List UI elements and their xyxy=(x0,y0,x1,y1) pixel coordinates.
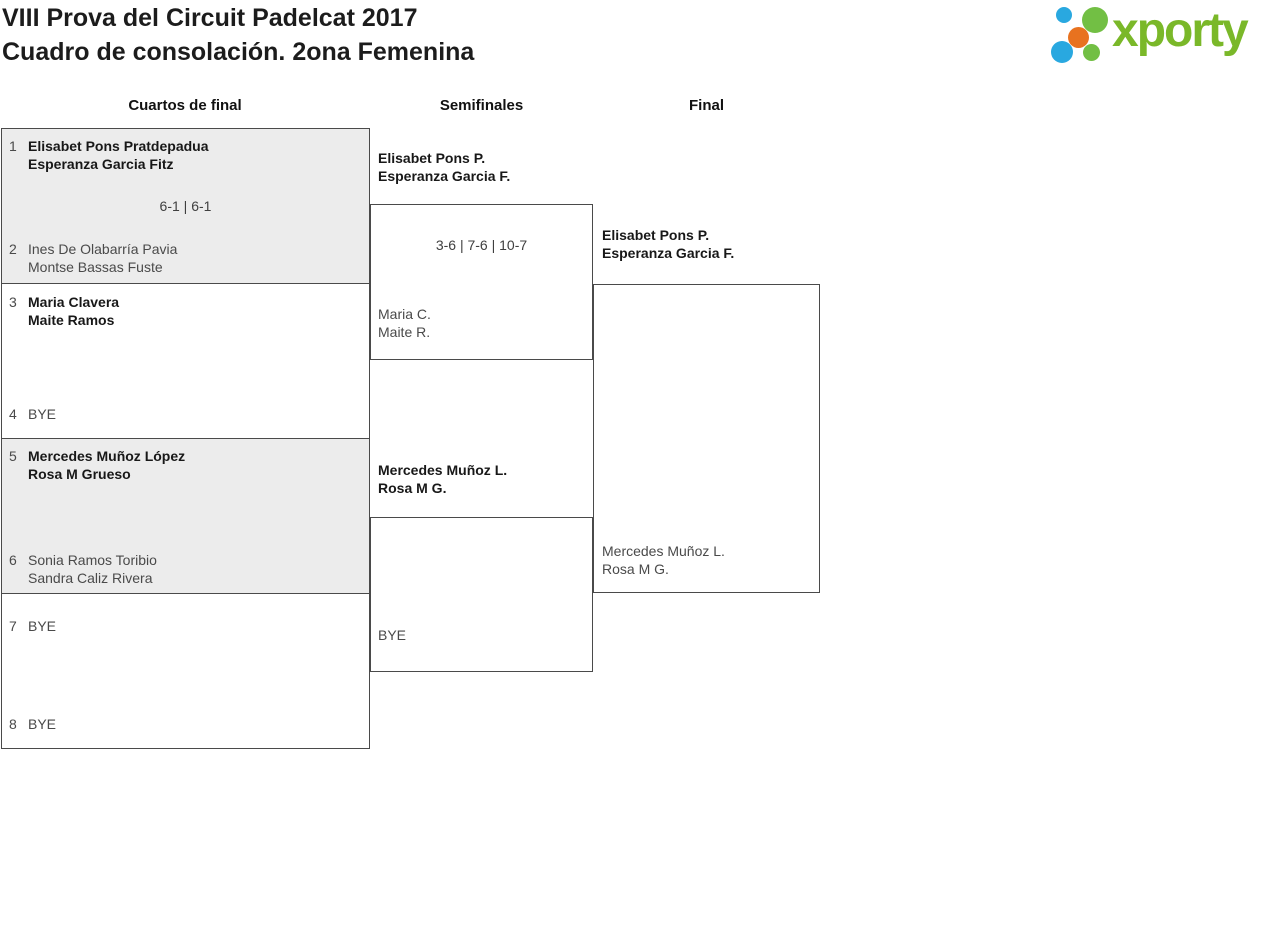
sf-match-1-box xyxy=(370,204,593,360)
sf1-team-top: Elisabet Pons P. Esperanza Garcia F. xyxy=(378,149,510,185)
qf2-team-top: 3 Maria Clavera Maite Ramos xyxy=(1,293,119,329)
sf-match-2-box xyxy=(370,517,593,672)
player-name: Esperanza Garcia Fitz xyxy=(28,156,174,172)
logo-dot-orange xyxy=(1068,27,1089,48)
tournament-name: VIII Prova del Circuit Padelcat 2017 xyxy=(2,4,418,32)
player-name: Sonia Ramos Toribio xyxy=(28,552,157,568)
sf1-score: 3-6 | 7-6 | 10-7 xyxy=(435,237,528,253)
player-name: Elisabet Pons P. xyxy=(602,227,710,243)
player-name: Rosa M Grueso xyxy=(28,466,131,482)
player-name: Maria C. xyxy=(378,306,431,322)
player-name: Elisabet Pons Pratdepadua xyxy=(28,138,209,154)
player-name: Mercedes Muñoz López xyxy=(28,448,186,464)
seed-number: 2 xyxy=(9,241,17,257)
player-name: Sandra Caliz Rivera xyxy=(28,570,153,586)
seed-number: 4 xyxy=(9,406,17,422)
logo-dot-green-large xyxy=(1082,7,1108,33)
player-name: Montse Bassas Fuste xyxy=(28,259,163,275)
bye-label: BYE xyxy=(378,627,407,643)
player-name: Maria Clavera xyxy=(28,294,120,310)
seed-number: 7 xyxy=(9,618,17,634)
qf2-team-bottom: 4 BYE xyxy=(1,405,56,423)
player-name: Esperanza Garcia F. xyxy=(602,245,735,261)
seed-number: 1 xyxy=(9,138,17,154)
seed-number: 6 xyxy=(9,552,17,568)
round-header-final: Final xyxy=(688,97,724,114)
bye-label: BYE xyxy=(28,618,57,634)
qf-match-2-box xyxy=(1,283,370,438)
seed-number: 8 xyxy=(9,716,17,732)
logo-dot-blue-large xyxy=(1051,41,1073,63)
qf-match-4-box xyxy=(1,593,370,749)
player-name: Mercedes Muñoz L. xyxy=(602,543,725,559)
final-team-top: Elisabet Pons P. Esperanza Garcia F. xyxy=(602,226,734,262)
qf1-score: 6-1 | 6-1 xyxy=(159,198,212,214)
qf-match-3-box xyxy=(1,438,370,593)
player-name: Mercedes Muñoz L. xyxy=(378,462,508,478)
final-match-box xyxy=(593,284,820,593)
seed-number: 3 xyxy=(9,294,17,310)
sf2-team-bottom: BYE xyxy=(378,626,406,644)
player-name: Maite R. xyxy=(378,324,431,340)
sf2-team-top: Mercedes Muñoz L. Rosa M G. xyxy=(378,461,507,497)
player-name: Rosa M G. xyxy=(602,561,669,577)
round-header-quarterfinals: Cuartos de final xyxy=(128,97,242,114)
logo-dot-green-small xyxy=(1083,44,1100,61)
xporty-wordmark: xporty xyxy=(1112,4,1249,57)
qf1-team-bottom: 2 Ines De Olabarría Pavia Montse Bassas … xyxy=(1,240,177,276)
qf3-team-top: 5 Mercedes Muñoz López Rosa M Grueso xyxy=(1,447,185,483)
qf1-team-top: 1 Elisabet Pons Pratdepadua Esperanza Ga… xyxy=(1,137,209,173)
final-team-bottom: Mercedes Muñoz L. Rosa M G. xyxy=(602,542,725,578)
dots-cluster-icon xyxy=(1050,0,1114,70)
qf4-team-bottom: 8 BYE xyxy=(1,715,56,733)
player-name: Ines De Olabarría Pavia xyxy=(28,241,178,257)
seed-number: 5 xyxy=(9,448,17,464)
qf4-team-top: 7 BYE xyxy=(1,617,56,635)
player-name: Maite Ramos xyxy=(28,312,115,328)
bye-label: BYE xyxy=(28,406,57,422)
round-header-semifinals: Semifinales xyxy=(439,97,524,114)
qf3-team-bottom: 6 Sonia Ramos Toribio Sandra Caliz River… xyxy=(1,551,157,587)
player-name: Esperanza Garcia F. xyxy=(378,168,511,184)
player-name: Rosa M G. xyxy=(378,480,447,496)
draw-name: Cuadro de consolación. 2ona Femenina xyxy=(2,38,475,66)
qf-match-1-box xyxy=(1,128,370,283)
page-title: VIII Prova del Circuit Padelcat 2017 Cua… xyxy=(2,1,474,69)
bye-label: BYE xyxy=(28,716,57,732)
logo-dot-blue-small xyxy=(1056,7,1072,23)
sf1-team-bottom: Maria C. Maite R. xyxy=(378,305,431,341)
player-name: Elisabet Pons P. xyxy=(378,150,486,166)
xporty-logo[interactable]: xporty xyxy=(1048,0,1276,72)
